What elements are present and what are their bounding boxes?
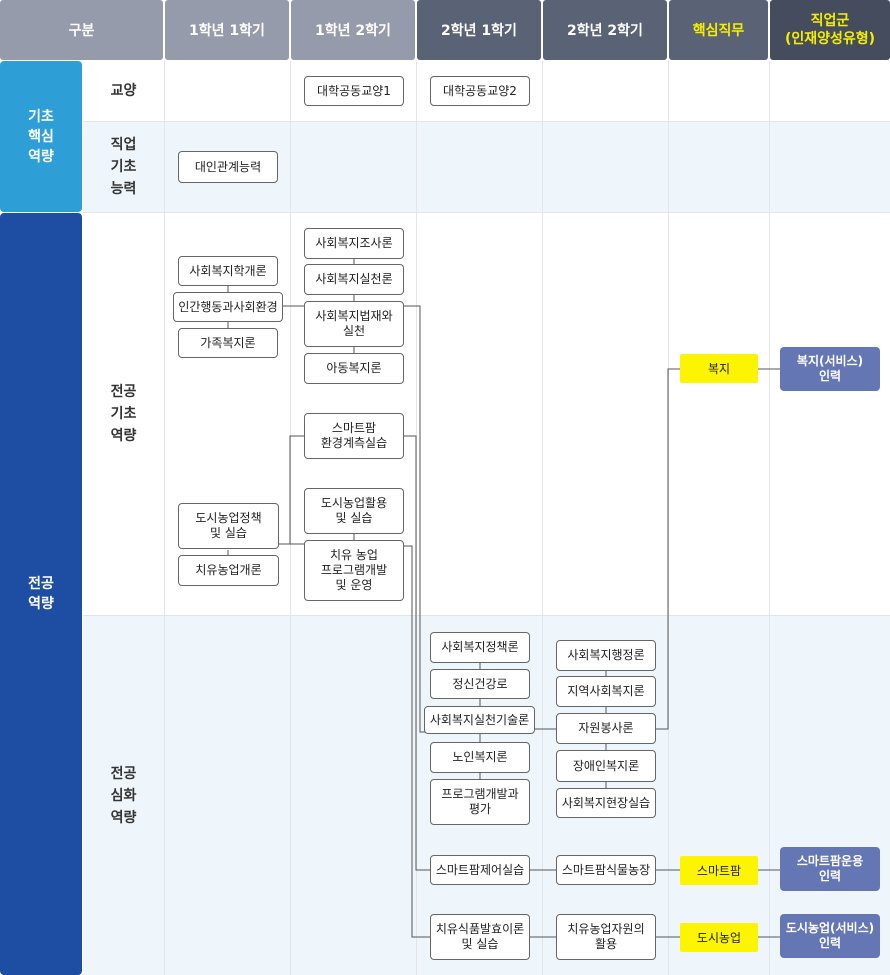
core-job-welfare: 복지: [680, 354, 758, 383]
course-urban-agri-policy: 도시농업정책 및 실습: [178, 503, 279, 549]
course-human-behavior: 인간행동과사회환경: [173, 292, 283, 322]
row-divider: [83, 212, 890, 213]
header-y2s1: 2학년 1학기: [417, 0, 541, 60]
course-smartfarm-plant: 스마트팜식물농장: [556, 855, 656, 885]
row-major: 전공 역량: [0, 213, 82, 975]
course-disability-welfare: 장애인복지론: [556, 750, 656, 782]
course-healing-agri-program: 치유 농업 프로그램개발 및 운영: [304, 540, 404, 601]
course-child-welfare: 아동복지론: [304, 353, 404, 384]
course-sw-practice-skill: 사회복지실천기술론: [424, 706, 535, 734]
header-category: 구분: [0, 0, 163, 60]
course-program-dev: 프로그램개발과 평가: [430, 779, 530, 825]
course-sw-research: 사회복지조사론: [304, 228, 404, 259]
col-divider: [542, 61, 543, 975]
course-healing-food: 치유식품발효이론 및 실습: [430, 914, 530, 960]
header-y2s2: 2학년 2학기: [543, 0, 667, 60]
col-divider: [769, 61, 770, 975]
course-volunteer: 자원봉사론: [556, 713, 656, 744]
course-intro-social-welfare: 사회복지학개론: [178, 256, 278, 286]
sub-major-basic: 전공 기초 역량: [110, 384, 137, 444]
course-sw-policy: 사회복지정책론: [430, 632, 530, 663]
core-job-smartfarm: 스마트팜: [680, 856, 758, 885]
course-univ-liberal1: 대학공동교양1: [304, 76, 404, 106]
course-sw-law: 사회복지법재와 실천: [304, 301, 404, 347]
row-basic-core: 기초 핵심 역량: [0, 61, 82, 212]
course-smartfarm-control: 스마트팜제어실습: [430, 855, 530, 885]
row-divider: [83, 121, 890, 122]
header-core-job: 핵심직무: [669, 0, 768, 60]
course-sw-practice: 사회복지실천론: [304, 264, 404, 295]
sub-vocational: 직업 기초 능력: [110, 137, 137, 197]
col-divider: [164, 61, 165, 975]
course-sw-field: 사회복지현장실습: [556, 788, 656, 818]
header-y1s2: 1학년 2학기: [291, 0, 415, 60]
course-smartfarm-env: 스마트팜 환경계측실습: [304, 413, 404, 459]
job-group-smartfarm: 스마트팜운용 인력: [780, 847, 880, 891]
course-community-welfare: 지역사회복지론: [556, 676, 656, 707]
row-divider: [83, 615, 890, 616]
course-univ-liberal2: 대학공동교양2: [430, 76, 530, 106]
course-elder-welfare: 노인복지론: [430, 742, 530, 773]
course-mental-health: 정신건강로: [430, 669, 530, 699]
course-interpersonal: 대인관계능력: [178, 151, 278, 183]
job-group-urban-agri: 도시농업(서비스) 인력: [780, 914, 880, 958]
course-healing-resource: 치유농업자원의 활용: [556, 914, 656, 960]
course-family-welfare: 가족복지론: [178, 328, 278, 358]
core-job-urban-agri: 도시농업: [680, 923, 758, 952]
sub-major-advanced: 전공 심화 역량: [110, 765, 137, 826]
sub-liberal: 교양: [110, 83, 137, 99]
job-group-welfare: 복지(서비스) 인력: [780, 347, 880, 391]
header-job-group: 직업군 (인재양성유형): [770, 0, 890, 60]
header-y1s1: 1학년 1학기: [165, 0, 289, 60]
course-sw-admin: 사회복지행정론: [556, 640, 656, 671]
course-healing-agri-intro: 치유농업개론: [178, 555, 279, 586]
course-urban-agri-use: 도시농업활용 및 실습: [304, 488, 404, 534]
